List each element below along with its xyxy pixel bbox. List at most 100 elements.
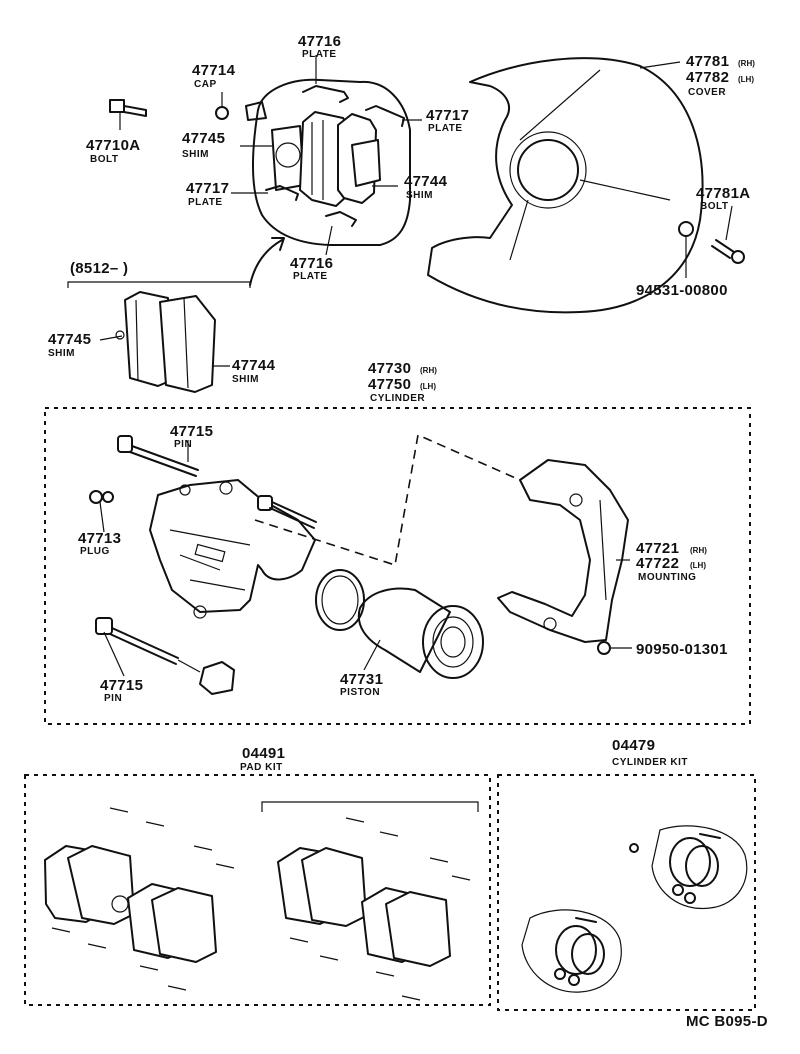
guide-bolt-part: [257, 495, 317, 529]
part-number: 47714: [192, 62, 236, 79]
label-47715-bottom: 47715 PIN: [100, 677, 143, 704]
pad-kit-parts: [44, 807, 471, 1001]
label-90950: 90950-01301: [636, 641, 727, 658]
part-number: 47745: [182, 130, 225, 147]
cylinder-kit-parts: [521, 825, 748, 993]
date-range-label: (8512– ): [70, 260, 128, 277]
label-47744-mid: 47744 SHIM: [232, 357, 276, 385]
part-name: BOLT: [700, 201, 728, 212]
part-suffix: (RH): [738, 59, 755, 68]
part-number: 47731: [340, 671, 383, 688]
part-name: SHIM: [182, 149, 209, 160]
top-caliper-assembly: [109, 78, 411, 286]
part-number: 47781: [686, 53, 729, 70]
date-bracket: [67, 281, 251, 288]
part-name: PIN: [174, 439, 192, 450]
label-47722: 47722 (LH) MOUNTING: [636, 555, 706, 583]
bleeder-part: [245, 101, 267, 121]
part-name: SHIM: [406, 190, 433, 201]
part-suffix: (LH): [738, 75, 754, 84]
part-name: PLATE: [428, 123, 463, 134]
label-47716-bottom: 47716 PLATE: [290, 255, 333, 282]
label-47715-top: 47715 PIN: [170, 423, 213, 450]
part-name: MOUNTING: [638, 572, 696, 583]
part-name: CYLINDER: [370, 393, 425, 404]
part-number: 47744: [404, 173, 448, 190]
part-name: CAP: [194, 79, 217, 90]
caliper-body-part: [149, 479, 316, 619]
part-suffix: (RH): [690, 546, 707, 555]
cylinder-kit-box: [497, 774, 756, 1011]
pad-kit-bracket: [261, 801, 479, 812]
part-number: 47781A: [696, 185, 750, 202]
part-number: 47730: [368, 360, 411, 377]
label-47714: 47714 CAP: [192, 62, 236, 90]
part-number: 47710A: [86, 137, 140, 154]
part-suffix: (LH): [420, 382, 436, 391]
label-47730: 47730 (RH): [368, 360, 437, 377]
part-name: BOLT: [90, 154, 118, 165]
plate-part-right: [365, 105, 405, 127]
part-name: PISTON: [340, 687, 380, 698]
label-47717-right: 47717 PLATE: [426, 107, 469, 134]
part-suffix: (RH): [420, 366, 437, 375]
part-suffix: (LH): [690, 561, 706, 570]
label-47782: 47782 (LH) COVER: [686, 69, 754, 98]
part-number: 04491: [242, 745, 285, 762]
label-47744-top: 47744 SHIM: [404, 173, 448, 201]
part-number: 04479: [612, 737, 655, 754]
pin-part-bottom: [95, 617, 179, 665]
label-94531: 94531-00800: [636, 282, 728, 299]
part-name: PLATE: [293, 271, 328, 282]
label-47713: 47713 PLUG: [78, 530, 121, 557]
shim-part-top: [271, 125, 305, 191]
label-47710a: 47710A BOLT: [86, 137, 140, 165]
label-04491: 04491 PAD KIT: [240, 745, 285, 773]
footer-code: MC B095-D: [686, 1013, 768, 1030]
part-name: PAD KIT: [240, 762, 283, 773]
plug-part: [89, 490, 114, 504]
shim-set-mid: [115, 291, 216, 393]
part-number: 47750: [368, 376, 411, 393]
seal-ring-part: [315, 569, 365, 631]
part-number: 47713: [78, 530, 121, 547]
part-number: 47722: [636, 555, 679, 572]
bolt-part-top: [109, 99, 147, 117]
label-47745-mid: 47745 SHIM: [48, 331, 91, 359]
label-47717-left: 47717 PLATE: [186, 180, 229, 208]
pin-part-top: [117, 435, 199, 477]
leader-lines: [99, 55, 733, 677]
label-47781a: 47781A BOLT: [696, 185, 750, 212]
direction-arrow: [249, 239, 283, 286]
part-number: 47715: [100, 677, 143, 694]
bolt-part-right: [711, 239, 745, 264]
label-47716-top: 47716 PLATE: [298, 33, 341, 60]
label-47781: 47781 (RH): [686, 53, 755, 70]
part-number: 47716: [298, 33, 341, 50]
nut-part: [597, 641, 611, 655]
part-name: PLATE: [302, 49, 337, 60]
part-number: 47744: [232, 357, 276, 374]
cylinder-assembly-box: [44, 407, 751, 725]
assembly-guide-line: [254, 433, 521, 567]
part-number: 47721: [636, 540, 679, 557]
part-name: SHIM: [232, 374, 259, 385]
shim-part-outer: [351, 139, 381, 187]
part-name: SHIM: [48, 348, 75, 359]
part-number: 94531-00800: [636, 282, 728, 299]
cover-part: [427, 57, 704, 314]
piston-part: [357, 587, 484, 679]
label-47745-top: 47745 SHIM: [182, 130, 225, 160]
part-number: 47715: [170, 423, 213, 440]
cap-part: [215, 106, 229, 120]
label-47731: 47731 PISTON: [340, 671, 383, 698]
plate-part-bottom: [325, 211, 357, 227]
part-number: 47745: [48, 331, 91, 348]
part-name: PLATE: [188, 197, 223, 208]
part-name: PLUG: [80, 546, 110, 557]
washer-part: [678, 221, 694, 237]
part-name: CYLINDER KIT: [612, 757, 688, 768]
label-47750: 47750 (LH) CYLINDER: [368, 376, 436, 404]
mounting-part: [497, 459, 629, 643]
